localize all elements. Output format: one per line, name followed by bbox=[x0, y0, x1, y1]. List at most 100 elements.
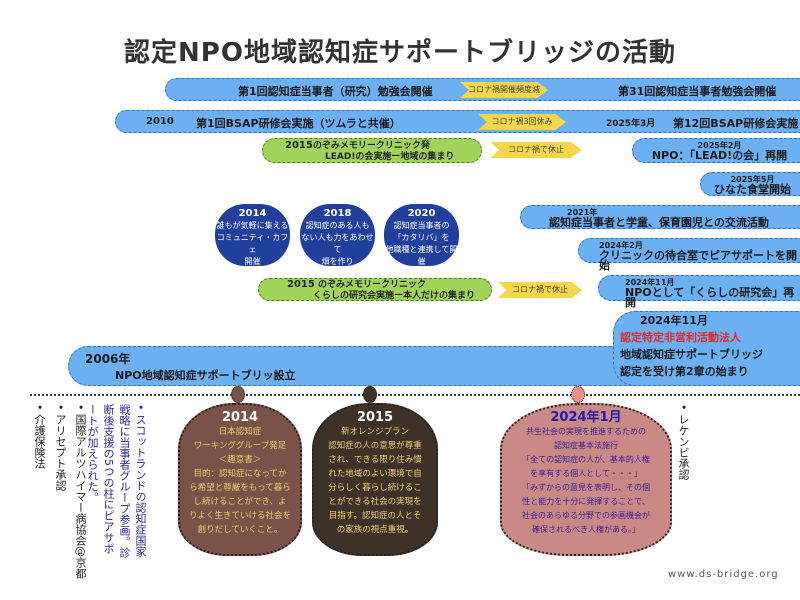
latest-study-label: 第31回認知症当事者勉強会開催 bbox=[618, 85, 777, 98]
circle-year: 2014 bbox=[238, 208, 267, 219]
event-year: 2024年1月 bbox=[550, 410, 622, 425]
circle-year: 2020 bbox=[407, 208, 436, 219]
bullet-item: • レケンビ承認 bbox=[677, 404, 690, 480]
bsap-bar: 2010 第1回BSAP研修会実施（ツムラと共催） 2025年3月 第12回BS… bbox=[115, 110, 800, 133]
lead-line1: のぞみメモリークリニック発 bbox=[312, 141, 430, 151]
event-line: 認知症基本法施行 bbox=[554, 441, 618, 450]
event-line: され、できる限り住み慣 bbox=[328, 455, 422, 465]
timeline-axis bbox=[30, 394, 800, 396]
circle-line: 誰もが気軽に集える bbox=[216, 221, 289, 230]
circle-line: ない人も力をあわせて bbox=[301, 233, 374, 254]
event-2015-orange-plan: 2015 新オレンジプラン 認知症の人の意思が尊重 され、できる限り住み慣 れた… bbox=[312, 403, 438, 556]
event-year: 2015 bbox=[356, 410, 394, 425]
certified-npo-pill: 2024年11月 認定特定非営利活動法人 地域認知症サポートブリッジ 認定を受け… bbox=[613, 311, 800, 386]
peer-support-pill: 2024年2月 クリニックの待合室でピアサポートを開始 bbox=[578, 238, 800, 271]
bullet-text: レケンビ承認 bbox=[677, 414, 690, 480]
bullet-text: アリセプト承認 bbox=[54, 414, 67, 491]
event-line: 分らしく暮らし続けるこ bbox=[328, 483, 422, 493]
event-line: れた地域のよい環境で自 bbox=[328, 469, 422, 479]
exchange-date: 2021年 bbox=[567, 208, 598, 217]
event-line: 新オレンジプラン bbox=[340, 427, 409, 437]
page-title: 認定NPO地域認知症サポートブリッジの活動 bbox=[124, 38, 676, 68]
event-line: 認知症の人の意思が尊重 bbox=[328, 441, 422, 451]
event-line: とができる社会の実現を bbox=[328, 497, 422, 507]
lead-restart-pill: 2025年2月 NPO：「LEAD!の会」再開 bbox=[632, 138, 800, 163]
circle-line: 開催 bbox=[244, 257, 261, 266]
kurashi-line2: くらしの研究会実施ー本人だけの集まり bbox=[313, 291, 476, 301]
certified-line1: 地域認知症サポートブリッジ bbox=[620, 348, 763, 361]
lead-line2: LEAD!の会実施ー地域の集まり bbox=[325, 152, 455, 162]
circle-line: 認知症のある人も bbox=[305, 221, 370, 230]
event-line: 社会のあらゆる分野での参画機会が bbox=[522, 511, 650, 520]
event-line: ワーキンググループ発足 bbox=[193, 441, 287, 451]
event-line: 日本認知症 bbox=[218, 427, 262, 437]
certified-status: 認定特定非営利活動法人 bbox=[620, 331, 741, 344]
lead-year: 2015 bbox=[285, 140, 313, 151]
event-line: 共生社会の実現を推進するための bbox=[526, 427, 646, 436]
kurashi-restart-label: NPOとして「くらしの研究会」再開 bbox=[625, 286, 795, 309]
kurashi-group-pill: 2015 のぞみメモリークリニック くらしの研究会実施ー本人だけの集まり bbox=[258, 278, 492, 301]
bsap-latest-label: 第12回BSAP研修会実施 bbox=[673, 117, 799, 130]
exchange-pill: 2021年 認知症当事者と学童、保育園児との交流活動 bbox=[520, 205, 800, 229]
circle-2018: 2018 認知症のある人も ない人も力をあわせて 畑を作り bbox=[300, 204, 375, 266]
bullet-text: 国際アルツハイマー病協会@京都 bbox=[74, 414, 87, 579]
event-line: 性と能力を十分に発揮することで、 bbox=[522, 497, 650, 506]
certified-date: 2024年11月 bbox=[640, 314, 708, 327]
event-line: 確保されるべき人権がある。」 bbox=[532, 525, 640, 534]
circle-line: 他職種と連携して開催 bbox=[385, 245, 458, 266]
event-line: し続けることができ、よ bbox=[193, 497, 287, 507]
lead-restart-label: NPO：「LEAD!の会」再開 bbox=[651, 149, 788, 162]
certified-line2: 認定を受け第2章の始まり bbox=[620, 365, 749, 378]
event-line: 目指す。認知症の人とそ bbox=[328, 511, 422, 521]
kurashi-restart-date: 2024年11月 bbox=[625, 278, 675, 287]
bullet-text: 介護保険法 bbox=[33, 414, 46, 469]
first-study-label: 第1回認知症当事者（研究）勉強会開催 bbox=[238, 85, 433, 98]
lead-group-pill: 2015のぞみメモリークリニック発 LEAD!の会実施ー地域の集まり bbox=[262, 138, 482, 163]
event-line: 「みずからの意見を表明し、その個 bbox=[522, 483, 650, 492]
lead-restart-date: 2025年2月 bbox=[697, 141, 742, 150]
bsap-first-label: 第1回BSAP研修会実施（ツムラと共催） bbox=[196, 117, 401, 130]
circle-2014: 2014 誰もが気軽に集える コミュニティ・カフェ 開催 bbox=[215, 204, 290, 266]
kurashi-line1: のぞみメモリークリニック bbox=[317, 280, 426, 290]
circle-line: 認知症当事者の bbox=[393, 221, 450, 230]
timeline-marker bbox=[363, 386, 377, 403]
event-line: の家族の視点重視。 bbox=[336, 525, 414, 535]
event-2024-basic-law: 2024年1月 共生社会の実現を推進するための 認知症基本法施行 「全ての認知症… bbox=[500, 403, 672, 556]
event-line: 目的：認知症になってか bbox=[193, 469, 287, 479]
kurashi-restart-pill: 2024年11月 NPOとして「くらしの研究会」再開 bbox=[598, 275, 800, 308]
hinata-date: 2025年5月 bbox=[730, 175, 775, 184]
bullet-item: • アリセプト承認 bbox=[54, 404, 67, 491]
hinata-label: ひなた食堂開始 bbox=[714, 183, 791, 196]
event-line: ＜趣意書＞ bbox=[218, 455, 262, 465]
founding-date: 2006年 bbox=[85, 352, 131, 366]
circle-line: 畑を作り bbox=[321, 257, 354, 266]
event-2014-working-group: 2014 日本認知症 ワーキンググループ発足 ＜趣意書＞ 目的：認知症になってか… bbox=[178, 403, 302, 556]
hinata-pill: 2025年5月 ひなた食堂開始 bbox=[700, 172, 800, 196]
website-link[interactable]: www.ds-bridge.org bbox=[668, 569, 779, 580]
covid-arrow: コロナ禍3回休み bbox=[478, 114, 566, 130]
bullet-item: • 介護保険法 bbox=[33, 404, 46, 469]
bsap-year: 2010 bbox=[146, 116, 174, 127]
circle-year: 2018 bbox=[323, 208, 352, 219]
covid-arrow: コロナ禍で休止 bbox=[490, 142, 582, 158]
covid-arrow: コロナ禍開催頻度減 bbox=[460, 82, 548, 98]
exchange-label: 認知症当事者と学童、保育園児との交流活動 bbox=[549, 216, 769, 229]
event-line: を享有する個人として・・・」 bbox=[530, 469, 642, 478]
event-line: 創りだしていくこと。 bbox=[197, 525, 283, 535]
event-line: ら希望と尊厳をもって暮ら bbox=[189, 483, 291, 493]
peer-support-date: 2024年2月 bbox=[599, 241, 643, 250]
event-line: りよく生きていける社会を bbox=[188, 511, 291, 521]
timeline-marker bbox=[571, 386, 585, 403]
circle-line: コミュニティ・カフェ bbox=[216, 233, 289, 254]
timeline-marker bbox=[231, 386, 245, 403]
bsap-date: 2025年3月 bbox=[606, 119, 656, 129]
founding-label: NPO地域認知症サポートブリッ設立 bbox=[115, 369, 296, 382]
event-year: 2014 bbox=[221, 410, 259, 425]
circle-2020: 2020 認知症当事者の 「カタリバ」を 他職種と連携して開催 bbox=[384, 204, 459, 266]
event-line: 「全ての認知症の人が、基本的人権 bbox=[522, 455, 650, 464]
circle-line: 「カタリバ」を bbox=[393, 233, 450, 242]
covid-arrow: コロナ禍で休止 bbox=[498, 282, 582, 298]
bullet-item: • スコットランドの認知症国家戦略に当事者グループ参画。診断後支援の5つの柱にピ… bbox=[86, 404, 147, 558]
bullet-item: • 国際アルツハイマー病協会@京都 bbox=[74, 404, 87, 579]
bullet-text: スコットランドの認知症国家戦略に当事者グループ参画。診断後支援の5つの柱にピアサ… bbox=[86, 404, 147, 558]
